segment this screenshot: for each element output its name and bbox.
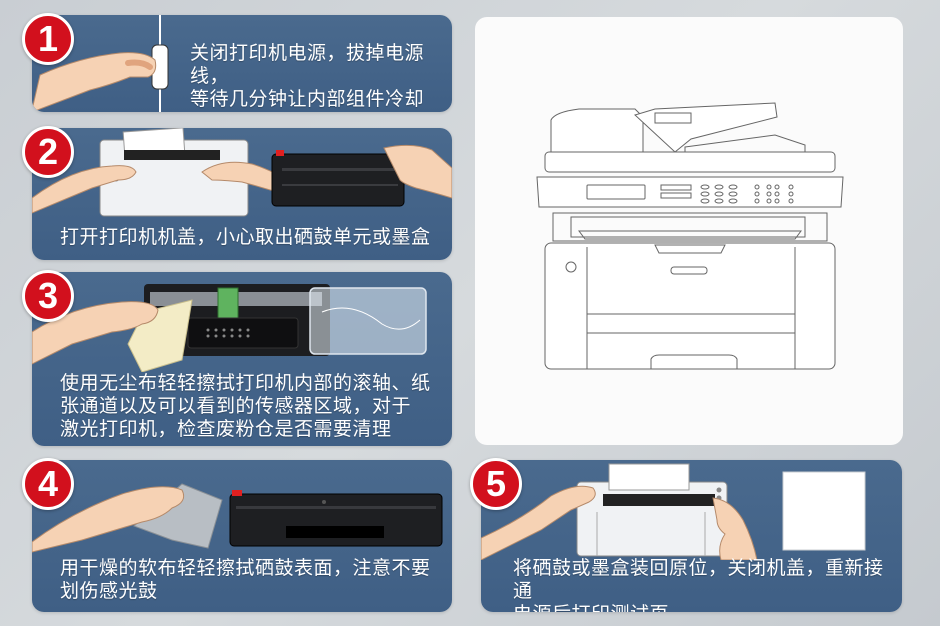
step-5-panel: 将硒鼓或墨盒装回原位，关闭机盖，重新接通 电源后打印测试页 [481,460,902,612]
step-4-panel: 用干燥的软布轻轻擦拭硒鼓表面，注意不要 划伤感光鼓 [32,460,452,612]
step-5-badge: 5 [470,458,522,510]
step-2-panel: 打开打印机机盖，小心取出硒鼓单元或墨盒 [32,128,452,260]
cartridge-wiping-icon [32,483,443,553]
step-4-badge: 4 [22,458,74,510]
step-3-panel: 使用无尘布轻轻擦拭打印机内部的滚轴、纸 张通道以及可以看到的传感器区域，对于 激… [32,272,452,446]
printer-closing-and-test-page-icon [481,463,866,560]
drum-unit-wiping-icon [32,284,427,372]
step-4-text: 用干燥的软布轻轻擦拭硒鼓表面，注意不要 划伤感光鼓 [60,557,431,602]
step-1-badge: 1 [22,13,74,65]
step-1-panel: 关闭打印机电源，拔掉电源线， 等待几分钟让内部组件冷却 [32,15,452,112]
step-1-text: 关闭打印机电源，拔掉电源线， 等待几分钟让内部组件冷却 [190,42,425,110]
step-5-text: 将硒鼓或墨盒装回原位，关闭机盖，重新接通 电源后打印测试页 [513,557,884,612]
printer-illustration-box [475,17,903,445]
step-2-badge: 2 [22,126,74,178]
step-3-badge: 3 [22,270,74,322]
printer-and-cartridge-icon [32,128,452,217]
multifunction-printer-icon [536,102,844,370]
step-2-text: 打开打印机机盖，小心取出硒鼓单元或墨盒 [60,226,431,248]
hand-unplug-icon [32,15,169,112]
step-3-text: 使用无尘布轻轻擦拭打印机内部的滚轴、纸 张通道以及可以看到的传感器区域，对于 激… [60,372,431,440]
